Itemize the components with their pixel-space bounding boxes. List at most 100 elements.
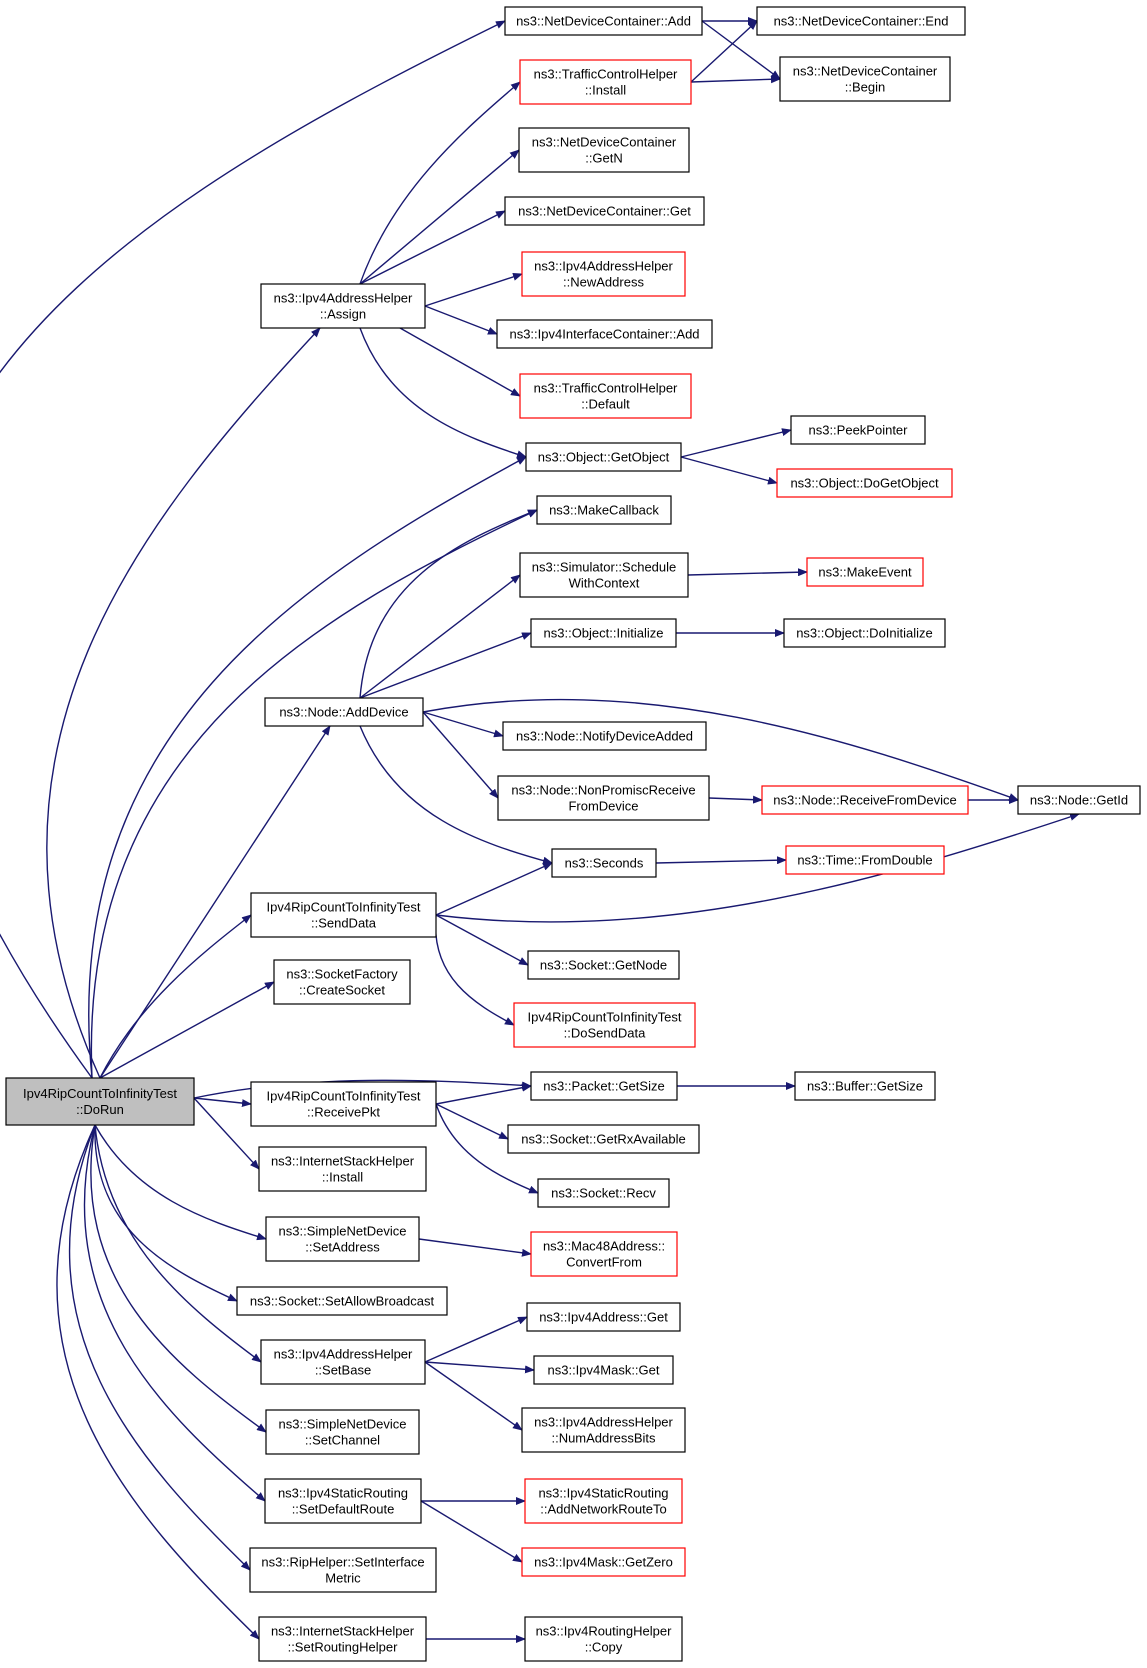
node-tch-install[interactable]: ns3::TrafficControlHelper::Install — [519, 59, 692, 105]
node-receivepkt[interactable]: Ipv4RipCountToInfinityTest::ReceivePkt — [250, 1081, 437, 1127]
node-label: ns3::Socket::GetRxAvailable — [521, 1132, 686, 1147]
edge-seconds-to-time_fromdouble — [655, 856, 787, 865]
node-ish-install[interactable]: ns3::InternetStackHelper::Install — [258, 1146, 427, 1192]
node-label: ns3::PeekPointer — [808, 423, 908, 438]
node-senddata[interactable]: Ipv4RipCountToInfinityTest::SendData — [250, 892, 437, 938]
node-box — [260, 283, 426, 329]
node-snd-setchannel[interactable]: ns3::SimpleNetDevice::SetChannel — [265, 1409, 420, 1455]
node-ah-numbits[interactable]: ns3::Ipv4AddressHelper::NumAddressBits — [521, 1407, 686, 1453]
node-label: ns3::NetDeviceContainer::End — [774, 14, 949, 29]
node-sock-recv[interactable]: ns3::Socket::Recv — [537, 1178, 670, 1208]
node-label: ::NewAddress — [563, 275, 644, 290]
node-label: ::Install — [585, 83, 626, 98]
node-obj-getobject[interactable]: ns3::Object::GetObject — [525, 442, 682, 472]
node-box — [260, 1339, 426, 1385]
node-ndc-begin[interactable]: ns3::NetDeviceContainer::Begin — [779, 56, 951, 102]
edge-senddata-to-seconds — [435, 862, 553, 916]
edge-node_adddevice-to-sim_schedule — [359, 574, 521, 699]
edge-node_nonpromisc-to-node_recvfrom — [708, 795, 763, 804]
node-addr-get[interactable]: ns3::Ipv4Address::Get — [526, 1302, 681, 1332]
node-makeevent[interactable]: ns3::MakeEvent — [806, 557, 924, 587]
node-box — [525, 442, 682, 472]
node-box — [533, 1355, 674, 1385]
node-label: ns3::Object::GetObject — [538, 450, 670, 465]
node-label: ::DoSendData — [564, 1026, 646, 1041]
node-box — [5, 1077, 195, 1126]
node-mask-getzero[interactable]: ns3::Ipv4Mask::GetZero — [521, 1547, 686, 1577]
node-mac48-convert[interactable]: ns3::Mac48Address::ConvertFrom — [530, 1231, 678, 1277]
node-sr-setdefault[interactable]: ns3::Ipv4StaticRouting::SetDefaultRoute — [264, 1478, 422, 1524]
node-box — [530, 1231, 678, 1277]
node-ah-newaddr[interactable]: ns3::Ipv4AddressHelper::NewAddress — [521, 251, 686, 297]
node-sock-getrx[interactable]: ns3::Socket::GetRxAvailable — [507, 1124, 700, 1154]
edge-dorun-to-sf_create — [99, 981, 275, 1079]
node-obj-doinit[interactable]: ns3::Object::DoInitialize — [783, 618, 946, 648]
edge-dorun-to-senddata — [99, 914, 252, 1079]
node-box — [537, 1178, 670, 1208]
node-ah-setbase[interactable]: ns3::Ipv4AddressHelper::SetBase — [260, 1339, 426, 1385]
node-dorun[interactable]: Ipv4RipCountToInfinityTest::DoRun — [5, 1077, 195, 1126]
edge-receivepkt-to-sock_getrx — [435, 1103, 509, 1140]
node-node-notify[interactable]: ns3::Node::NotifyDeviceAdded — [502, 721, 707, 751]
node-label: ::Copy — [585, 1640, 623, 1655]
node-label: Ipv4RipCountToInfinityTest — [528, 1010, 682, 1025]
node-snd-setaddr[interactable]: ns3::SimpleNetDevice::SetAddress — [265, 1216, 420, 1262]
node-ish-setrouting[interactable]: ns3::InternetStackHelper::SetRoutingHelp… — [258, 1616, 427, 1662]
edge-ah_setbase-to-ah_numbits — [424, 1361, 523, 1431]
node-rh-copy[interactable]: ns3::Ipv4RoutingHelper::Copy — [524, 1616, 683, 1662]
edge-dorun-to-rip_setmetric — [68, 1124, 251, 1571]
node-box — [504, 6, 703, 36]
node-ndc-end[interactable]: ns3::NetDeviceContainer::End — [756, 6, 966, 36]
node-label: ns3::Ipv4AddressHelper — [534, 259, 673, 274]
node-sf-create[interactable]: ns3::SocketFactory::CreateSocket — [273, 959, 411, 1005]
node-label: ns3::Ipv4InterfaceContainer::Add — [509, 327, 699, 342]
node-obj-dogetobject[interactable]: ns3::Object::DoGetObject — [776, 468, 953, 498]
node-obj-initialize[interactable]: ns3::Object::Initialize — [530, 618, 677, 648]
node-mask-get[interactable]: ns3::Ipv4Mask::Get — [533, 1355, 674, 1385]
node-node-adddevice[interactable]: ns3::Node::AddDevice — [264, 697, 424, 727]
node-box — [530, 1071, 678, 1101]
node-sock-setbcast[interactable]: ns3::Socket::SetAllowBroadcast — [236, 1286, 448, 1316]
node-ic-add[interactable]: ns3::Ipv4InterfaceContainer::Add — [496, 319, 713, 349]
node-sr-addnet[interactable]: ns3::Ipv4StaticRouting::AddNetworkRouteT… — [524, 1478, 683, 1524]
node-label: ns3::InternetStackHelper — [271, 1154, 415, 1169]
node-box — [265, 1216, 420, 1262]
node-tch-default[interactable]: ns3::TrafficControlHelper::Default — [519, 373, 692, 419]
node-time-fromdouble[interactable]: ns3::Time::FromDouble — [785, 845, 945, 875]
node-label: ns3::Socket::Recv — [551, 1186, 656, 1201]
node-box — [783, 618, 946, 648]
node-node-getid[interactable]: ns3::Node::GetId — [1017, 785, 1141, 815]
node-peekpointer[interactable]: ns3::PeekPointer — [790, 415, 926, 445]
node-sock-getnode[interactable]: ns3::Socket::GetNode — [527, 950, 680, 980]
edge-dorun-to-ish_setrouting — [56, 1124, 260, 1640]
node-seconds[interactable]: ns3::Seconds — [551, 848, 657, 878]
node-box — [496, 319, 713, 349]
node-ndc-get[interactable]: ns3::NetDeviceContainer::Get — [504, 196, 705, 226]
node-buf-getsize[interactable]: ns3::Buffer::GetSize — [794, 1071, 936, 1101]
node-box — [794, 1071, 936, 1101]
edge-ah_assign-to-tch_default — [399, 327, 521, 397]
node-label: ns3::Object::DoGetObject — [790, 476, 939, 491]
node-ndc-getn[interactable]: ns3::NetDeviceContainer::GetN — [518, 127, 690, 173]
node-label: ns3::Socket::SetAllowBroadcast — [250, 1294, 435, 1309]
node-ndc-add[interactable]: ns3::NetDeviceContainer::Add — [504, 6, 703, 36]
node-label: ::Begin — [845, 80, 885, 95]
node-label: ns3::Ipv4AddressHelper — [274, 1347, 413, 1362]
edge-dorun-to-ah_assign — [46, 327, 321, 1079]
node-node-recvfrom[interactable]: ns3::Node::ReceiveFromDevice — [761, 785, 969, 815]
node-label: ConvertFrom — [566, 1255, 642, 1270]
node-pkt-getsize[interactable]: ns3::Packet::GetSize — [530, 1071, 678, 1101]
node-makecallback[interactable]: ns3::MakeCallback — [536, 495, 672, 525]
node-dosenddata[interactable]: Ipv4RipCountToInfinityTest::DoSendData — [513, 1002, 696, 1048]
edge-dorun-to-snd_setaddr — [94, 1124, 267, 1241]
node-label: ::CreateSocket — [299, 983, 385, 998]
node-label: ns3::Packet::GetSize — [543, 1079, 664, 1094]
node-ah-assign[interactable]: ns3::Ipv4AddressHelper::Assign — [260, 283, 426, 329]
node-label: ns3::Simulator::Schedule — [532, 560, 677, 575]
node-box — [1017, 785, 1141, 815]
edge-node_adddevice-to-node_getid — [422, 698, 1019, 801]
node-box — [776, 468, 953, 498]
